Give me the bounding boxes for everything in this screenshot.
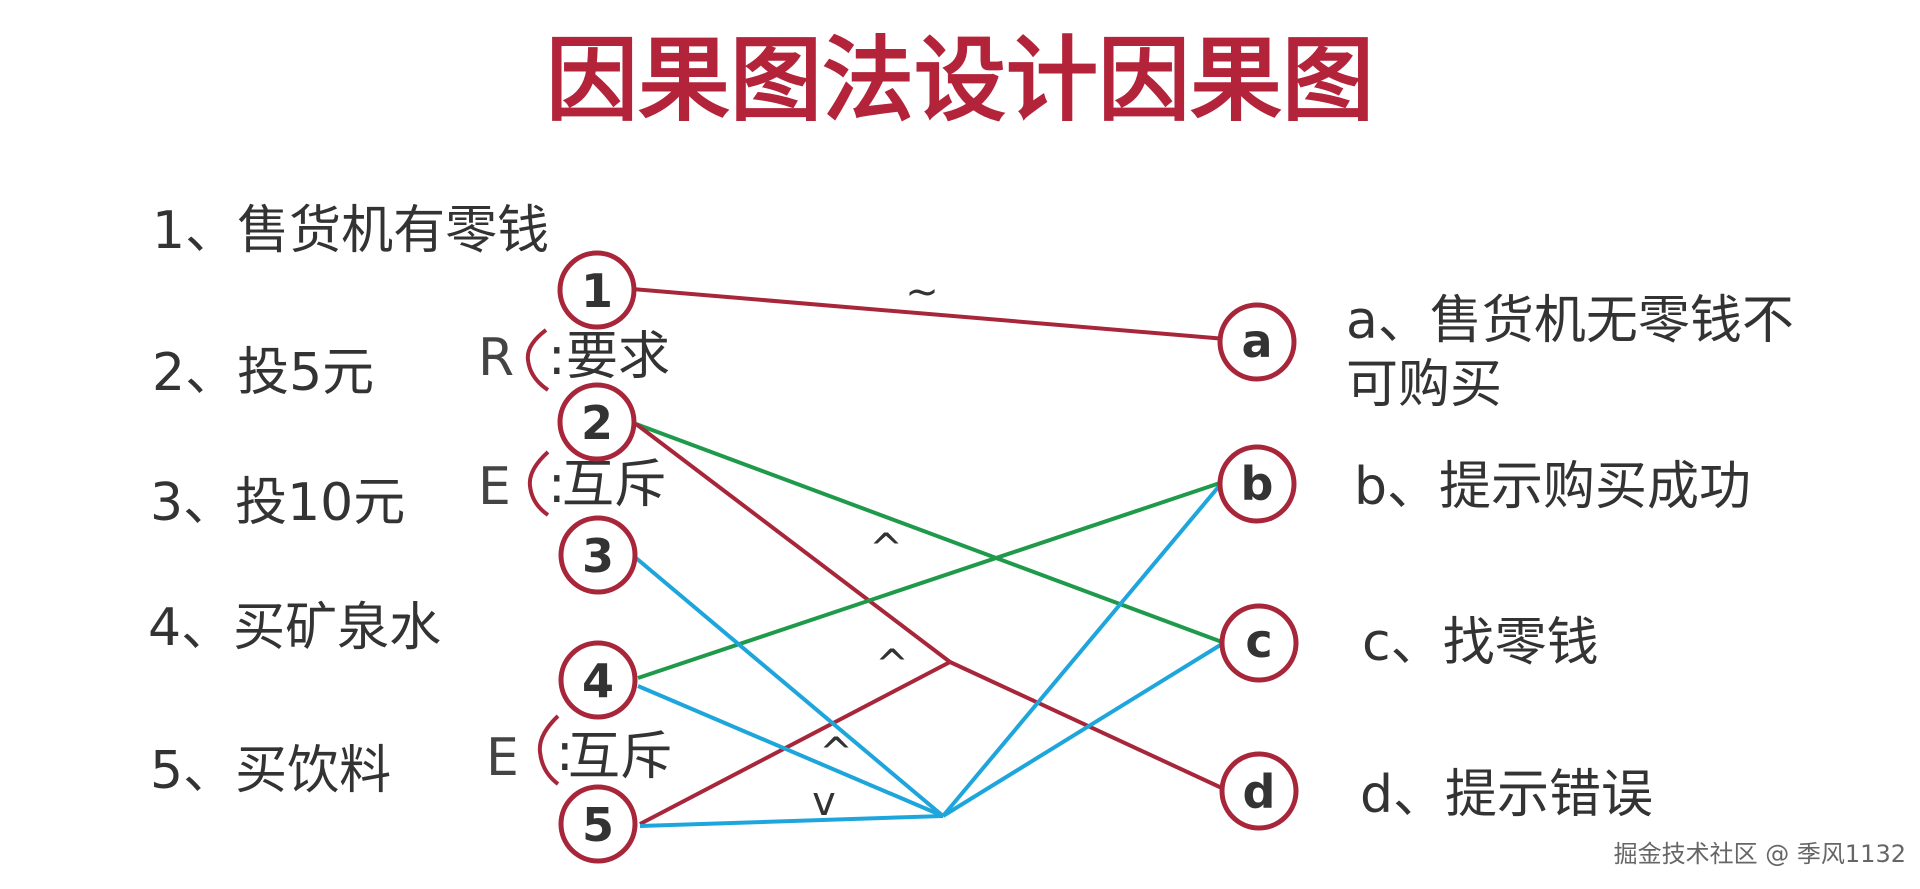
effect-label-c: c、找零钱 [1362,613,1599,673]
constraint-brace-e-upper [527,450,550,517]
cause-label-2: 2、投5元 [152,343,374,403]
constraint-colon-e-upper: : [548,455,566,515]
diagram-title: 因果图法设计因果图 [546,27,1374,134]
edge-4-to-or-junction [637,684,944,818]
edge-or-junction-to-c [941,642,1224,818]
edge-5-to-and-junction [639,660,951,826]
effect-node-d-label: d [1243,765,1276,819]
edge-5-to-or-junction [639,814,944,828]
cause-node-4-label: 4 [582,654,614,708]
constraint-exclusive-lower: E : 互斥 [486,714,672,788]
cause-label-4: 4、买矿泉水 [148,598,441,658]
edge-2-to-c [635,422,1223,644]
constraint-exclusive-upper: E : 互斥 [478,450,666,517]
edge-4-to-b [637,481,1221,680]
constraint-letter-r: R [478,328,514,388]
cause-node-1-label: 1 [581,264,613,318]
edge-3-to-or-junction [634,556,945,818]
or-operator: v [812,779,836,825]
constraint-colon-r: : [548,327,566,387]
cause-node-3: 3 [558,515,638,595]
cause-node-4: 4 [558,640,638,720]
effect-node-c-label: c [1245,614,1272,668]
effect-label-d: d、提示错误 [1360,765,1653,825]
constraint-letter-e-lower: E [486,728,519,788]
constraint-brace-e-lower [537,714,560,786]
cause-node-2-label: 2 [581,396,613,450]
cause-label-1: 1、售货机有零钱 [152,201,549,261]
and-operator-upper: ^ [869,526,903,572]
cause-node-5: 5 [558,784,638,864]
effect-node-b: b [1217,444,1297,524]
cause-node-1: 1 [557,250,637,330]
effect-node-d: d [1219,751,1299,831]
constraint-colon-e-lower: : [556,723,574,783]
effect-label-b: b、提示购买成功 [1354,457,1751,517]
edges [631,287,1227,828]
effect-node-a-label: a [1241,314,1272,368]
effect-label-a-line2: 可购买 [1346,355,1502,415]
cause-label-5: 5、买饮料 [150,741,391,801]
cause-node-5-label: 5 [582,798,614,852]
constraint-brace-r [525,328,550,392]
constraint-text-exclusive-lower: 互斥 [568,727,672,787]
not-operator: ~ [905,269,939,315]
edge-or-junction-to-b [941,483,1222,818]
cause-node-2: 2 [557,382,637,462]
edge-1-to-a [631,287,1227,341]
watermark: 掘金技术社区 @ 季风1132 [1614,840,1906,868]
effect-node-b-label: b [1241,457,1274,511]
effect-node-a: a [1217,302,1297,382]
constraint-requires: R : 要求 [478,327,670,392]
effect-label-a-line1: a、售货机无零钱不 [1346,291,1794,351]
constraint-text-requires: 要求 [566,327,670,387]
constraint-text-exclusive-upper: 互斥 [562,455,666,515]
constraint-letter-e-upper: E [478,457,511,517]
effect-node-c: c [1219,603,1299,683]
and-operator-lower: ^ [819,730,853,776]
edge-2-to-and-junction [634,422,952,664]
cause-node-3-label: 3 [582,529,614,583]
cause-label-3: 3、投10元 [150,473,405,533]
and-operator-middle: ^ [875,642,909,688]
